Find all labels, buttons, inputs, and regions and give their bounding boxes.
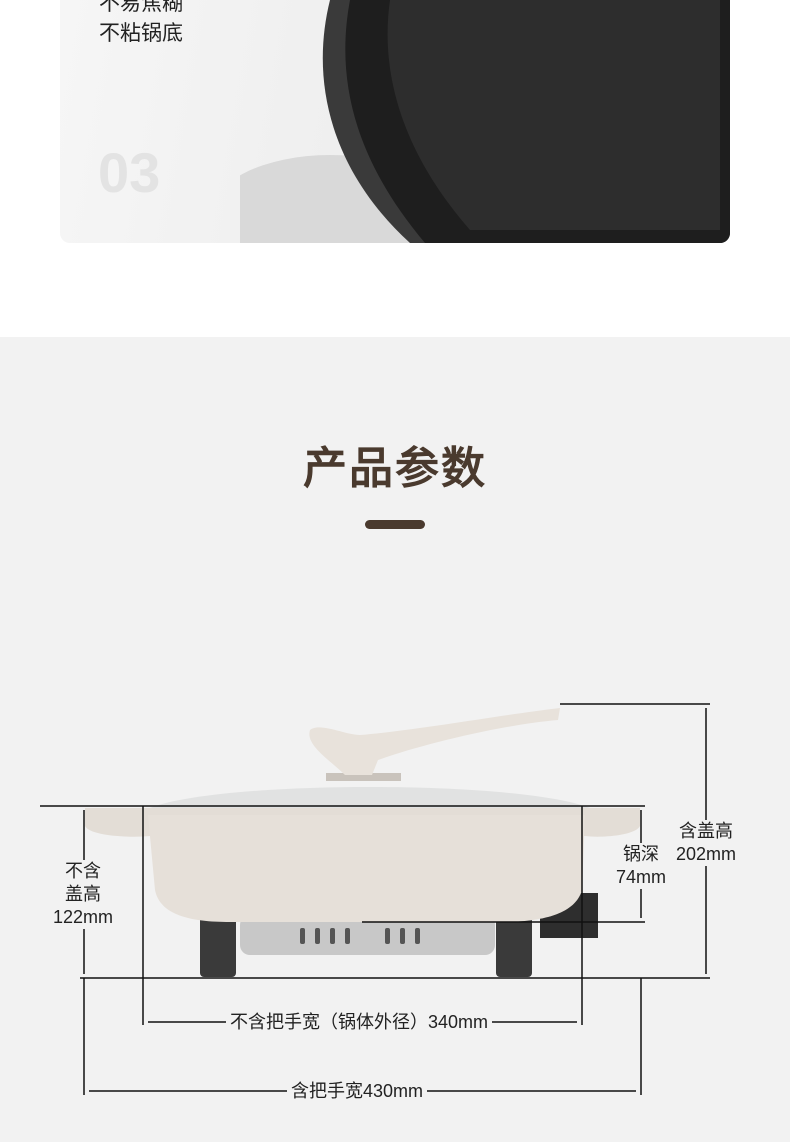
nonstick-pan-photo: [240, 0, 730, 243]
label-line: 202mm: [675, 844, 737, 864]
width-without-handle-label: 不含把手宽（锅体外径）340mm: [226, 1011, 493, 1034]
feature-line: 不易焦糊: [99, 0, 183, 15]
feature-card: [60, 0, 730, 243]
label-line: 锅深: [623, 844, 659, 864]
feature-text: 不易焦糊 不粘锅底: [99, 0, 183, 48]
label-line: 盖高: [65, 884, 101, 904]
height-without-lid-label: 不含 盖高 122mm: [48, 860, 118, 929]
label-line: 含盖高: [679, 821, 733, 841]
pan-depth-label: 锅深 74mm: [610, 843, 672, 889]
section-title: 产品参数: [303, 443, 487, 494]
feature-number: 03: [98, 141, 161, 204]
feature-line: 不粘锅底: [99, 21, 183, 45]
height-with-lid-label: 含盖高 202mm: [665, 820, 747, 866]
label-line: 74mm: [615, 867, 666, 887]
title-underline: [365, 520, 425, 529]
feature-section: 不易焦糊 不粘锅底 03: [0, 0, 790, 337]
label-line: 不含: [65, 861, 101, 881]
width-with-handle-label: 含把手宽430mm: [287, 1080, 428, 1103]
electric-pan-illustration: [85, 708, 640, 977]
label-line: 122mm: [52, 907, 114, 927]
